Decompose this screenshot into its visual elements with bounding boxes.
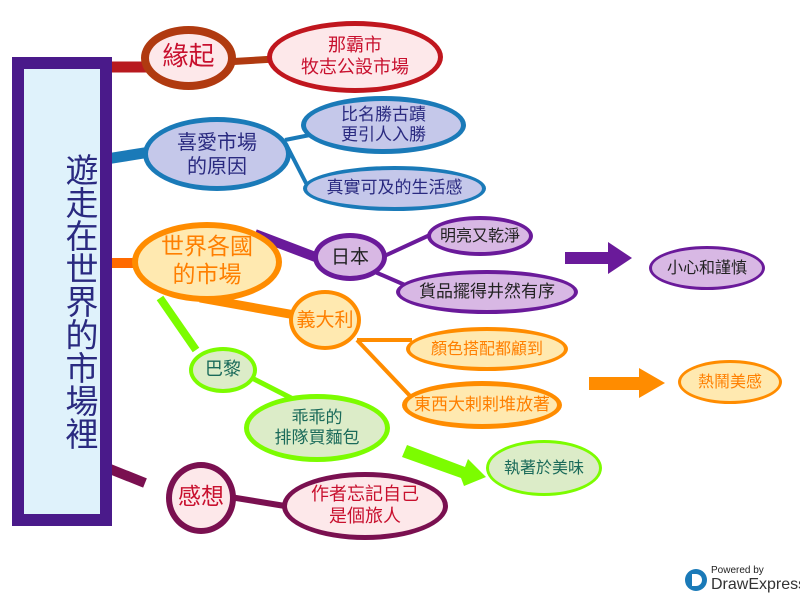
node-paris-conclusion[interactable]: 執著於美味 — [486, 440, 602, 496]
node-reasons[interactable]: 喜愛市場 的原因 — [143, 117, 291, 191]
node-japan-conclusion[interactable]: 小心和謹慎 — [649, 246, 765, 290]
label: 感想 — [178, 484, 224, 511]
node-japan[interactable]: 日本 — [313, 233, 387, 281]
node-naha[interactable]: 那霸市 牧志公設市場 — [267, 21, 443, 93]
node-thoughts-1[interactable]: 作者忘記自己 是個旅人 — [282, 472, 448, 540]
node-japan-1[interactable]: 明亮又乾淨 — [427, 216, 533, 256]
node-paris-1[interactable]: 乖乖的 排隊買麵包 — [244, 394, 390, 462]
node-origin[interactable]: 緣起 — [141, 26, 236, 90]
label: 熱鬧美感 — [697, 372, 762, 392]
label: 那霸市 牧志公設市場 — [301, 35, 409, 78]
label: 東西大剌剌堆放著 — [414, 394, 550, 415]
node-italy-2[interactable]: 東西大剌剌堆放著 — [402, 381, 562, 429]
label: 小心和謹慎 — [666, 258, 747, 278]
logo-powered: Powered by — [711, 565, 764, 576]
arrow-paris — [402, 445, 486, 486]
label: 乖乖的 排隊買麵包 — [274, 407, 360, 448]
node-italy-conclusion[interactable]: 熱鬧美感 — [678, 360, 782, 404]
label: 世界各國 的市場 — [161, 234, 253, 288]
label: 緣起 — [162, 42, 215, 73]
root-node[interactable]: 遊走在世界的市場裡 — [12, 57, 112, 526]
label: 顏色搭配都顧到 — [430, 339, 543, 359]
node-thoughts[interactable]: 感想 — [166, 462, 236, 534]
node-markets[interactable]: 世界各國 的市場 — [132, 222, 282, 302]
label: 巴黎 — [205, 359, 241, 381]
arrow-italy — [589, 368, 665, 398]
logo-name: DrawExpress — [711, 575, 800, 593]
label: 真實可及的生活感 — [326, 178, 463, 199]
label: 義大利 — [296, 308, 354, 331]
label: 明亮又乾淨 — [439, 226, 520, 246]
root-title: 遊走在世界的市場裡 — [60, 152, 99, 450]
arrow-japan — [565, 242, 632, 274]
label: 喜愛市場 的原因 — [177, 130, 257, 178]
label: 執著於美味 — [503, 458, 584, 478]
node-japan-2[interactable]: 貨品擺得井然有序 — [396, 270, 578, 314]
label: 作者忘記自己 是個旅人 — [311, 484, 419, 527]
label: 比名勝古蹟 更引人入勝 — [341, 104, 426, 145]
node-italy[interactable]: 義大利 — [289, 290, 361, 350]
drawexpress-logo: Powered by DrawExpress — [684, 565, 800, 593]
node-paris[interactable]: 巴黎 — [189, 347, 257, 393]
node-reason-1[interactable]: 比名勝古蹟 更引人入勝 — [301, 96, 466, 154]
drawexpress-logo-icon — [685, 568, 707, 591]
node-reason-2[interactable]: 真實可及的生活感 — [303, 166, 486, 211]
node-italy-1[interactable]: 顏色搭配都顧到 — [406, 327, 568, 371]
label: 日本 — [330, 245, 369, 268]
label: 貨品擺得井然有序 — [419, 281, 555, 302]
